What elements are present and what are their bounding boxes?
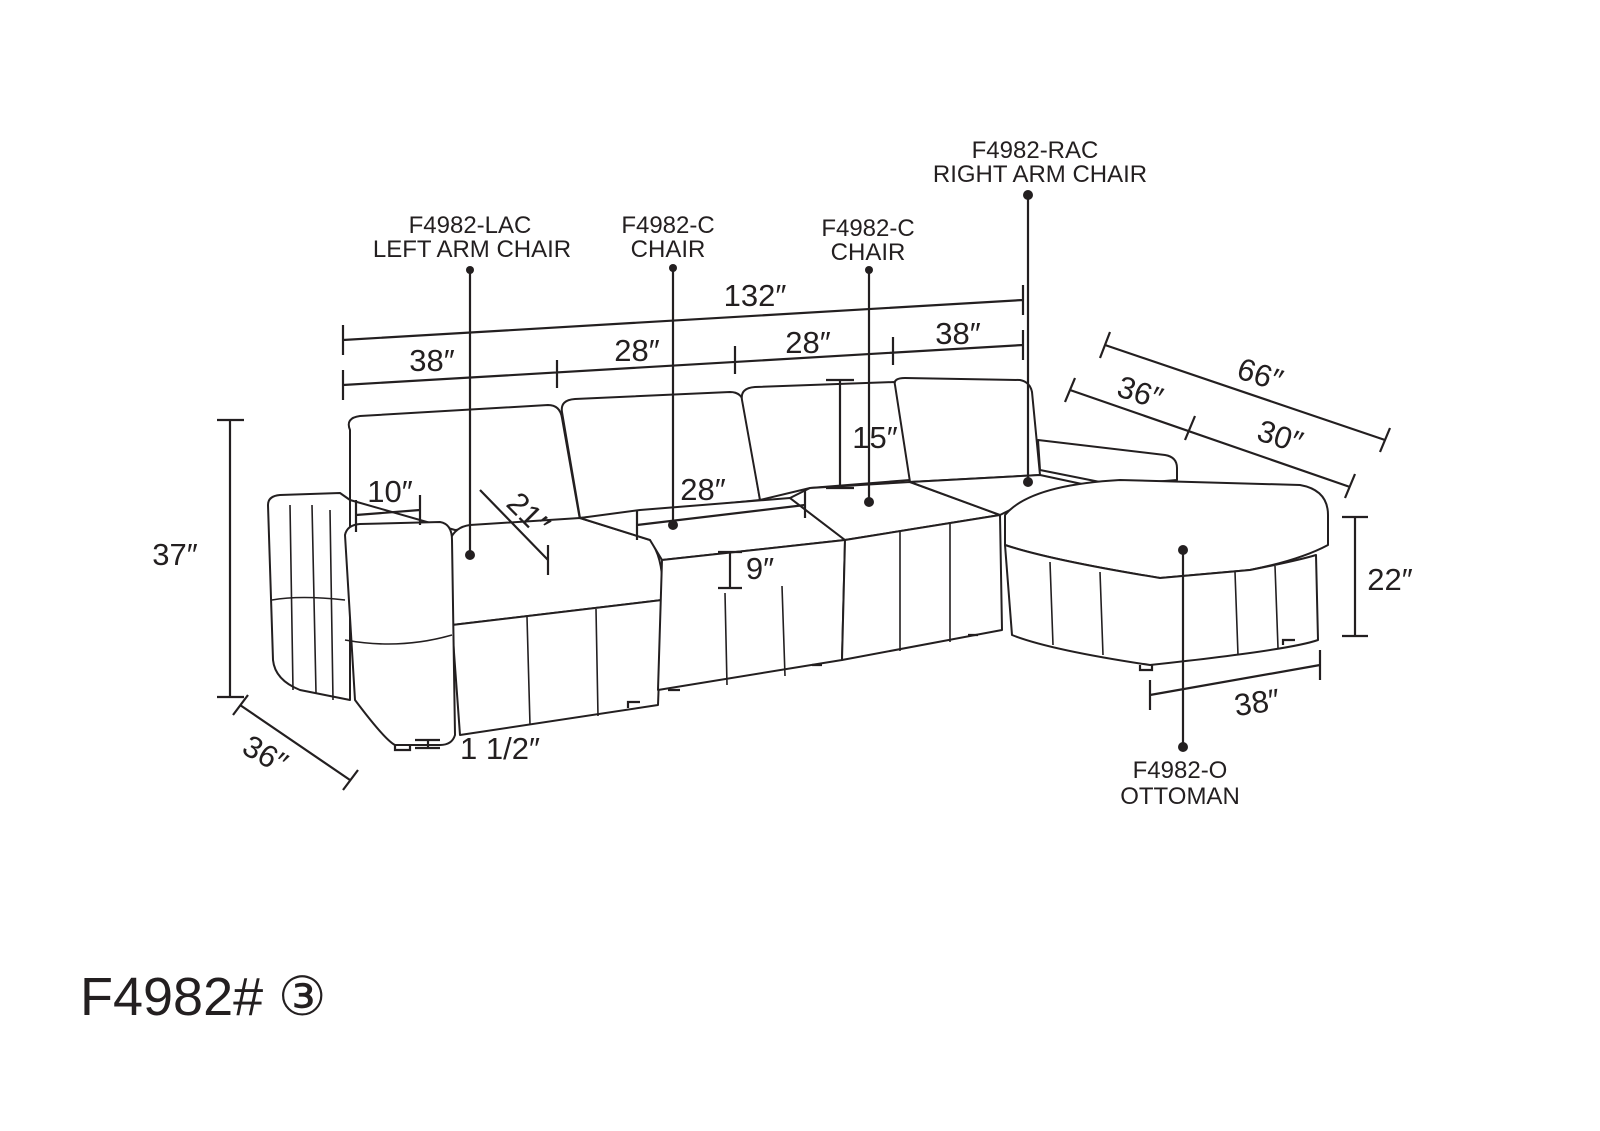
lac-width-label: 38″ <box>409 343 454 378</box>
chair1-code-label: F4982-C <box>621 212 714 239</box>
chaise-seat-depth-label: 36″ <box>1113 369 1167 416</box>
rac-width-label: 38″ <box>935 316 980 351</box>
height-label: 37″ <box>152 537 197 572</box>
lac-code-label: F4982-LAC <box>409 212 532 239</box>
chair2-name-label: CHAIR <box>831 239 906 266</box>
seat-thickness-label: 9″ <box>746 551 774 586</box>
chair2-width-label: 28″ <box>785 325 830 360</box>
chair2-code-label: F4982-C <box>821 215 914 242</box>
total-width-label: 132″ <box>724 278 787 313</box>
model-variant: ③ <box>278 967 326 1027</box>
seat-width-label: 28″ <box>680 472 725 507</box>
sofa-drawing <box>267 377 1329 752</box>
chair1-width-label: 28″ <box>614 333 659 368</box>
model-number: F4982# <box>80 967 263 1027</box>
ottoman-height-label: 22″ <box>1367 562 1412 597</box>
arm-width-label: 10″ <box>367 474 412 509</box>
ottoman-code-label: F4982-O <box>1133 757 1228 784</box>
ottoman-name-label: OTTOMAN <box>1120 783 1240 810</box>
chair1-name-label: CHAIR <box>631 236 706 263</box>
rac-name-label: RIGHT ARM CHAIR <box>933 161 1147 188</box>
ottoman-width-label: 38″ <box>1232 682 1282 723</box>
back-height-label: 15″ <box>852 420 897 455</box>
lac-name-label: LEFT ARM CHAIR <box>373 236 571 263</box>
leader-lines <box>465 190 1188 752</box>
leg-height-label: 1 1/2″ <box>460 731 540 766</box>
ottoman-depth-label: 30″ <box>1253 413 1307 460</box>
rac-code-label: F4982-RAC <box>972 137 1099 164</box>
dimension-lines <box>217 285 1392 791</box>
